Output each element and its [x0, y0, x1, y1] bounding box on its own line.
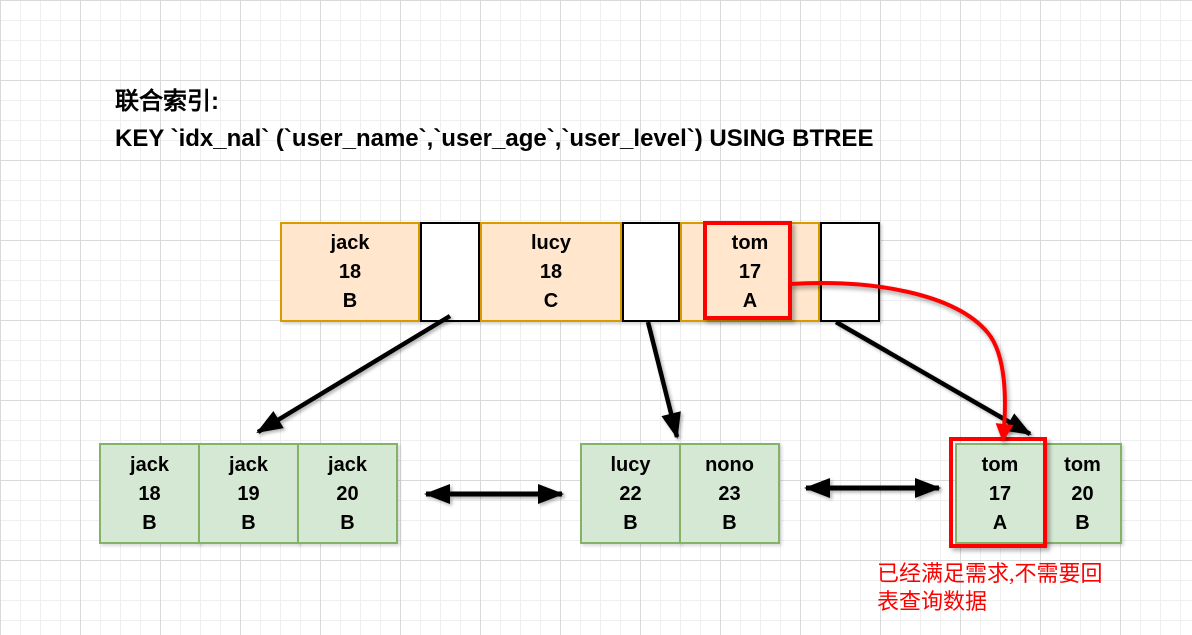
pointer-cell-3: [820, 222, 880, 322]
pointer-cell-2: [622, 222, 680, 322]
leaf-cell-jack-20: jack 20 B: [297, 443, 398, 544]
root-node-jack: jack 18 B: [280, 222, 420, 322]
leaf-age: 19: [237, 483, 260, 505]
root-node-jack-name: jack: [330, 232, 370, 254]
root-node-jack-level: B: [342, 290, 358, 312]
leaf-name: tom: [1064, 454, 1101, 476]
leaf-level: B: [623, 512, 638, 534]
root-node-lucy: lucy 18 C: [480, 222, 622, 322]
leaf-name: nono: [705, 454, 754, 476]
root-node-lucy-age: 18: [539, 261, 563, 283]
leaf-name: jack: [130, 454, 169, 476]
leaf-level: B: [1075, 512, 1090, 534]
leaf-name: jack: [328, 454, 367, 476]
annotation-line-2: 表查询数据: [877, 589, 988, 614]
leaf-age: 22: [619, 483, 642, 505]
leaf-level: B: [340, 512, 355, 534]
leaf-name: lucy: [610, 454, 651, 476]
arrow-root-to-leaf-group-1: [256, 314, 452, 434]
leaf-name: jack: [229, 454, 268, 476]
arrow-root-to-leaf-group-3: [834, 320, 1032, 436]
leaf-age: 17: [988, 483, 1012, 505]
leaf-age: 18: [138, 483, 161, 505]
leaf-group-jack: jack 18 B jack 19 B jack 20 B: [99, 443, 398, 544]
diagram-title: 联合索引:: [115, 88, 219, 115]
leaf-cell-tom-20: tom 20 B: [1043, 443, 1122, 544]
root-node-tom-name: tom: [731, 232, 769, 254]
root-node-tom-age: 17: [738, 261, 762, 283]
root-node-tom-level: A: [742, 290, 758, 312]
leaf-name: tom: [981, 454, 1019, 476]
highlight-rect-root-tom: [703, 221, 792, 320]
title-block: 联合索引: KEY `idx_nal` (`user_name`,`user_a…: [115, 83, 873, 157]
leaf-level: B: [142, 512, 157, 534]
leaf-cell-nono-23: nono 23 B: [679, 443, 780, 544]
leaf-age: 23: [718, 483, 741, 505]
leaf-level: B: [722, 512, 737, 534]
leaf-cell-jack-18: jack 18 B: [99, 443, 200, 544]
leaf-level: A: [992, 512, 1008, 534]
leaf-level: B: [241, 512, 256, 534]
highlight-rect-leaf-tom: [949, 437, 1047, 548]
leaf-cell-lucy-22: lucy 22 B: [580, 443, 681, 544]
leaf-group-lucy: lucy 22 B nono 23 B: [580, 443, 780, 544]
root-node-lucy-level: C: [543, 290, 559, 312]
root-node-jack-age: 18: [338, 261, 362, 283]
arrow-root-to-leaf-group-2: [645, 321, 681, 439]
leaf-cell-jack-19: jack 19 B: [198, 443, 299, 544]
annotation-line-1: 已经满足需求,不需要回: [877, 561, 1103, 586]
index-key-definition: KEY `idx_nal` (`user_name`,`user_age`,`u…: [115, 125, 874, 152]
root-node-lucy-name: lucy: [530, 232, 572, 254]
pointer-cell-1: [420, 222, 480, 322]
annotation-text: 已经满足需求,不需要回 表查询数据: [877, 560, 1103, 616]
leaf-age: 20: [336, 483, 359, 505]
leaf-age: 20: [1071, 483, 1094, 505]
